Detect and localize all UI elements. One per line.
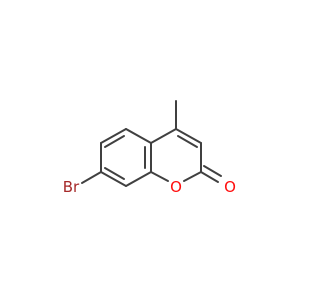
carbonyl-oxygen-atom-label: O <box>224 178 236 196</box>
bond-c8-c8a <box>125 171 152 187</box>
benzene-ring <box>100 128 152 187</box>
pyranone-ring <box>150 128 202 182</box>
bond-c4-c3-inner <box>177 135 198 148</box>
bond-c2-carbonyl-double <box>203 165 222 177</box>
structure-canvas: Br O O <box>63 100 236 196</box>
bromine-atom-label: Br <box>63 178 80 196</box>
bond-c5-c6-inner <box>104 135 125 148</box>
bond-c7-c8-inner <box>104 167 125 180</box>
substituents <box>81 100 222 184</box>
bond-c2-carbonyl <box>200 171 219 183</box>
ring-oxygen-atom-label: O <box>170 178 182 196</box>
bond-c5-c6 <box>100 128 127 144</box>
bond-c4-c3 <box>175 128 202 144</box>
bond-c7-c8 <box>100 171 127 187</box>
bond-c4a-c5 <box>125 128 152 144</box>
bond-c4a-c4 <box>150 128 177 144</box>
bond-c7-br <box>81 171 102 184</box>
bond-o1-c8a <box>150 171 169 182</box>
bond-c2-o1 <box>183 171 202 182</box>
